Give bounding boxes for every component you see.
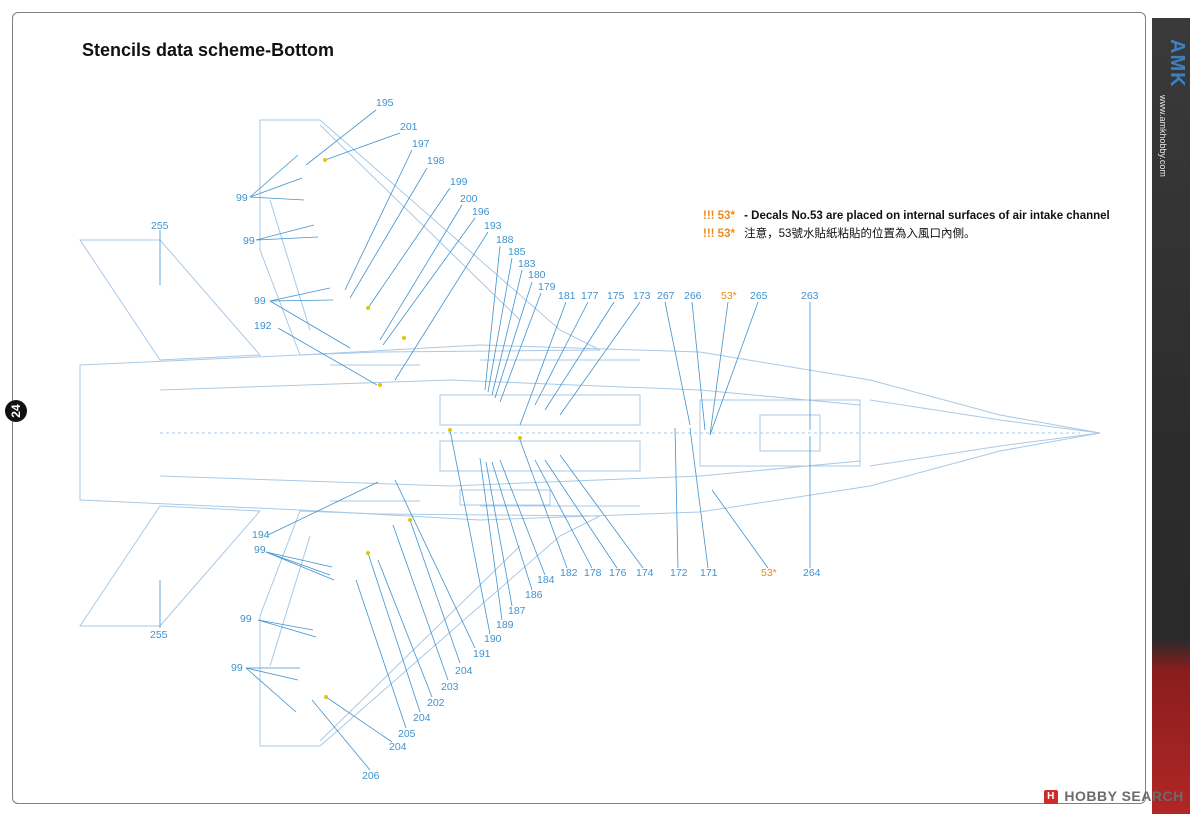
callout-labels: 1952011971981992001961931881851831801791… xyxy=(150,97,821,782)
callout-label-172: 172 xyxy=(670,567,688,579)
front-gear-bay xyxy=(759,414,821,452)
callout-label-203: 203 xyxy=(441,681,459,693)
callout-label-53-star: 53* xyxy=(761,567,777,579)
callout-label-99: 99 xyxy=(243,235,255,247)
brand-side-band xyxy=(1152,18,1190,814)
nose-outline xyxy=(869,399,1101,467)
aircraft-outline xyxy=(79,119,1101,747)
callout-label-99: 99 xyxy=(236,192,248,204)
note-english-mark: !!! 53* xyxy=(703,210,735,222)
callout-label-205: 205 xyxy=(398,728,416,740)
wing-upper-slat xyxy=(319,124,521,321)
callout-label-201: 201 xyxy=(400,121,418,133)
note-chinese-text: 注意，53號水貼紙粘貼的位置為入風口內側。 xyxy=(744,228,976,240)
callout-label-177: 177 xyxy=(581,290,599,302)
callout-label-175: 175 xyxy=(607,290,625,302)
callout-label-183: 183 xyxy=(518,258,536,270)
page-frame xyxy=(12,12,1146,804)
callout-label-99: 99 xyxy=(240,613,252,625)
callout-label-185: 185 xyxy=(508,246,526,258)
callout-label-190: 190 xyxy=(484,633,502,645)
callout-label-267: 267 xyxy=(657,290,675,302)
callout-label-202: 202 xyxy=(427,697,445,709)
note-chinese-mark: !!! 53* xyxy=(703,228,735,240)
callout-label-265: 265 xyxy=(750,290,768,302)
callout-label-263: 263 xyxy=(801,290,819,302)
callout-label-189: 189 xyxy=(496,619,514,631)
callout-label-53-star: 53* xyxy=(721,290,737,302)
engine-nozzle-area xyxy=(699,399,861,467)
wing-lower xyxy=(259,510,601,747)
watermark: H HOBBY SEARCH xyxy=(1044,788,1184,805)
wing-upper xyxy=(259,119,601,356)
fuselage-inner-top xyxy=(159,379,861,406)
callout-label-99: 99 xyxy=(231,662,243,674)
callout-label-182: 182 xyxy=(560,567,578,579)
callout-label-181: 181 xyxy=(558,290,576,302)
callout-label-204: 204 xyxy=(455,665,473,677)
callout-label-196: 196 xyxy=(472,206,490,218)
callout-label-99: 99 xyxy=(254,544,266,556)
callout-label-264: 264 xyxy=(803,567,821,579)
callout-label-187: 187 xyxy=(508,605,526,617)
intake-left xyxy=(439,394,641,426)
callout-label-204: 204 xyxy=(413,712,431,724)
callout-label-194: 194 xyxy=(252,529,270,541)
callout-label-199: 199 xyxy=(450,176,468,188)
intake-right xyxy=(439,440,641,472)
callout-label-266: 266 xyxy=(684,290,702,302)
stabilizer-lower xyxy=(79,505,262,627)
leader-lines xyxy=(159,109,811,771)
fuselage-inner-bottom xyxy=(159,460,861,487)
page-title: Stencils data scheme-Bottom xyxy=(82,40,335,60)
note-chinese: !!! 53* 注意，53號水貼紙粘貼的位置為入風口內側。 xyxy=(703,225,975,241)
wing-upper-flap xyxy=(269,199,311,331)
decal-markers xyxy=(323,158,522,699)
callout-label-198: 198 xyxy=(427,155,445,167)
callout-label-188: 188 xyxy=(496,234,514,246)
callout-label-176: 176 xyxy=(609,567,627,579)
brand-logo: AMK xyxy=(1166,38,1188,88)
callout-label-191: 191 xyxy=(473,648,491,660)
callout-label-184: 184 xyxy=(537,574,555,586)
callout-label-255: 255 xyxy=(150,629,168,641)
stabilizer-upper xyxy=(79,239,262,361)
wing-lower-flap xyxy=(269,535,311,667)
callout-label-200: 200 xyxy=(460,193,478,205)
callout-label-186: 186 xyxy=(525,589,543,601)
note-english-text: - Decals No.53 are placed on internal su… xyxy=(744,210,1110,222)
note-english: !!! 53* - Decals No.53 are placed on int… xyxy=(703,210,1110,222)
watermark-text: HOBBY SEARCH xyxy=(1064,788,1184,804)
callout-label-174: 174 xyxy=(636,567,654,579)
callout-label-180: 180 xyxy=(528,269,546,281)
callout-label-255: 255 xyxy=(151,220,169,232)
weapon-bay xyxy=(459,489,551,506)
callout-label-179: 179 xyxy=(538,281,556,293)
brand-url: www.amkhobby.com xyxy=(1158,95,1168,177)
callout-label-193: 193 xyxy=(484,220,502,232)
callout-label-204: 204 xyxy=(389,741,407,753)
callout-label-173: 173 xyxy=(633,290,651,302)
wing-lower-slat xyxy=(319,545,521,742)
callout-label-195: 195 xyxy=(376,97,394,109)
watermark-logo-icon: H xyxy=(1044,790,1058,805)
callout-label-171: 171 xyxy=(700,567,718,579)
callout-label-206: 206 xyxy=(362,770,380,782)
callout-label-192: 192 xyxy=(254,320,272,332)
callout-label-178: 178 xyxy=(584,567,602,579)
callout-label-197: 197 xyxy=(412,138,430,150)
callout-label-99: 99 xyxy=(254,295,266,307)
